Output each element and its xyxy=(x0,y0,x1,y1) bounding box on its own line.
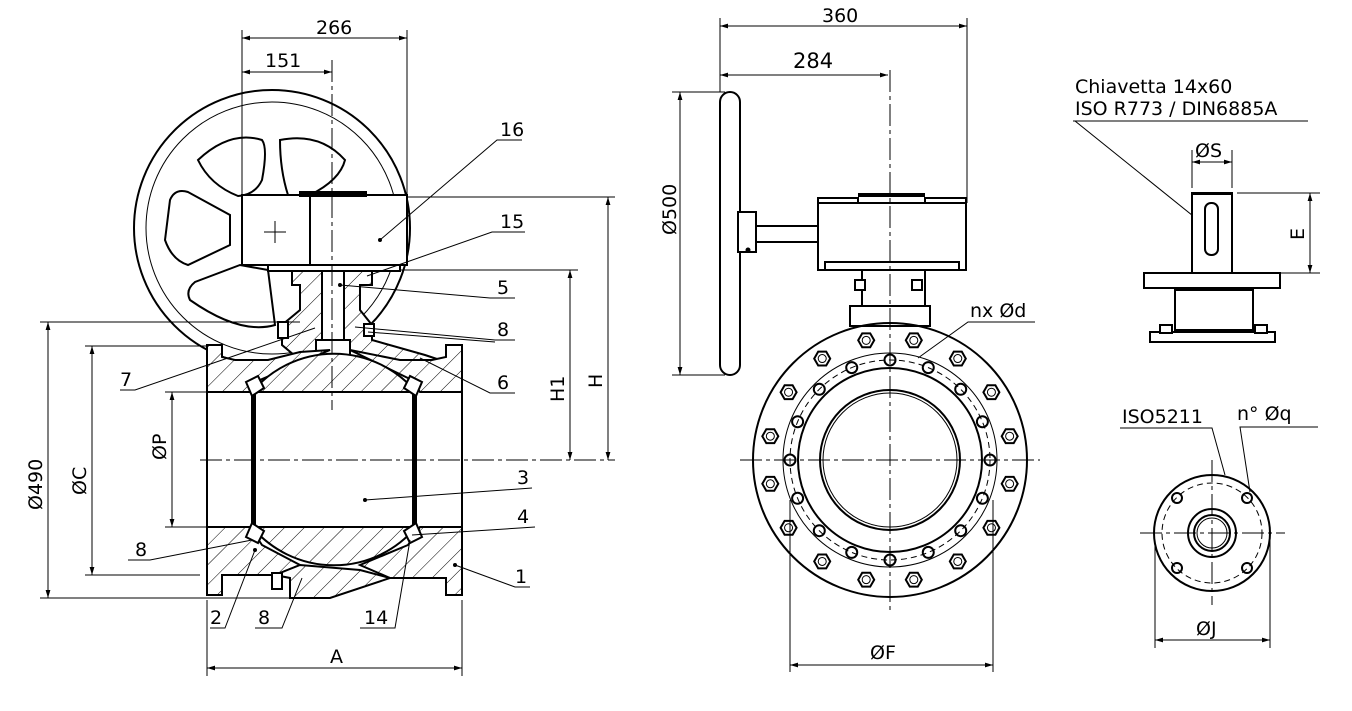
part-label-8: 8 xyxy=(497,319,509,341)
iso5211-label: ISO5211 xyxy=(1122,406,1203,428)
part-leaders xyxy=(120,139,536,629)
part-label-4: 4 xyxy=(517,506,529,528)
bolt-hole xyxy=(986,523,996,533)
bolt-nut xyxy=(1000,428,1019,445)
bolt-hole xyxy=(986,387,996,397)
bolt-hole xyxy=(861,575,871,585)
bolt-hole xyxy=(1005,431,1015,441)
front-dimension-lines xyxy=(672,18,1035,672)
part-label-3: 3 xyxy=(517,467,529,489)
bolt-nut xyxy=(904,332,923,349)
bolt-hole xyxy=(817,556,827,566)
gearbox-front xyxy=(817,202,967,271)
detail-view: Chiavetta 14x60 ISO R773 / DIN6885A ØS E… xyxy=(1073,76,1320,648)
bolt-nut xyxy=(813,553,832,570)
dim-diam-c-label: ØC xyxy=(69,467,91,495)
dim-diam-500-label: Ø500 xyxy=(659,184,681,235)
bolt-hole xyxy=(784,387,794,397)
bolt-nut xyxy=(1000,475,1019,492)
bolt-hole xyxy=(817,354,827,364)
dim-diam-p-label: ØP xyxy=(149,434,171,460)
part-label-16: 16 xyxy=(500,119,524,141)
flange-hole xyxy=(975,415,989,429)
part-label-14: 14 xyxy=(364,607,388,629)
bolt-nut xyxy=(779,519,798,536)
flange-hole xyxy=(921,361,935,375)
bolt-hole xyxy=(861,335,871,345)
bolt-nut xyxy=(813,350,832,367)
dim-diam-f-label: ØF xyxy=(870,642,896,664)
dim-diam-s-label: ØS xyxy=(1195,140,1222,162)
dim-284-label: 284 xyxy=(793,49,833,73)
flange-hole xyxy=(921,545,935,559)
flange-hole xyxy=(845,361,859,375)
key-spec-line2: ISO R773 / DIN6885A xyxy=(1075,98,1277,120)
holes-nq-label: n° Øq xyxy=(1237,403,1292,425)
flange-hole xyxy=(975,491,989,505)
flange-hole xyxy=(954,524,968,538)
part-label-8: 8 xyxy=(135,539,147,561)
bolt-hole xyxy=(765,479,775,489)
part-label-1: 1 xyxy=(515,566,527,588)
dim-h1-label: H1 xyxy=(547,376,569,402)
part-label-5: 5 xyxy=(497,277,509,299)
bolt-nut xyxy=(982,519,1001,536)
flange-hole xyxy=(812,524,826,538)
gearbox xyxy=(241,191,408,272)
dim-360-label: 360 xyxy=(822,5,858,27)
bolt-nut xyxy=(857,332,876,349)
bolt-nut xyxy=(857,571,876,588)
part-label-8: 8 xyxy=(258,607,270,629)
part-label-2: 2 xyxy=(210,607,222,629)
dim-a-label: A xyxy=(330,646,343,668)
flange-hole xyxy=(791,415,805,429)
side-section-view: 266 151 Ø490 ØC ØP H1 H A 16 15 5 8 6 7 xyxy=(25,17,615,676)
bolt-hole xyxy=(953,556,963,566)
center-cross-icon xyxy=(264,221,286,243)
part-label-6: 6 xyxy=(497,372,509,394)
bolt-hole xyxy=(953,354,963,364)
key-slot xyxy=(1204,202,1219,256)
part-label-7: 7 xyxy=(120,369,132,391)
bolt-hole xyxy=(765,431,775,441)
dim-diam-490-label: Ø490 xyxy=(25,459,47,510)
bolt-nut xyxy=(948,553,967,570)
key-spec-line1: Chiavetta 14x60 xyxy=(1075,76,1232,98)
bolt-nut xyxy=(904,571,923,588)
flange-hole xyxy=(845,545,859,559)
bolt-hole xyxy=(909,335,919,345)
flange-hole xyxy=(954,382,968,396)
part-label-15: 15 xyxy=(500,211,524,233)
bolt-hole xyxy=(784,523,794,533)
bolt-nut xyxy=(779,384,798,401)
flange-hole xyxy=(812,382,826,396)
dim-diam-j-label: ØJ xyxy=(1196,618,1217,640)
dim-266-label: 266 xyxy=(316,17,352,39)
dim-e-label: E xyxy=(1287,228,1309,240)
flange-hole xyxy=(791,491,805,505)
bolt-nut xyxy=(761,475,780,492)
bolt-hole xyxy=(909,575,919,585)
bolt-hole xyxy=(1005,479,1015,489)
bolt-nut xyxy=(982,384,1001,401)
dimension-lines xyxy=(40,30,615,676)
dim-151-label: 151 xyxy=(265,50,301,72)
front-view: 360 284 Ø500 ØF nx Ød xyxy=(659,5,1040,672)
holes-nxd-label: nx Ød xyxy=(970,300,1026,322)
bolt-nut xyxy=(761,428,780,445)
dim-h-label: H xyxy=(585,374,607,388)
ball xyxy=(244,352,424,567)
bolt-nut xyxy=(948,350,967,367)
